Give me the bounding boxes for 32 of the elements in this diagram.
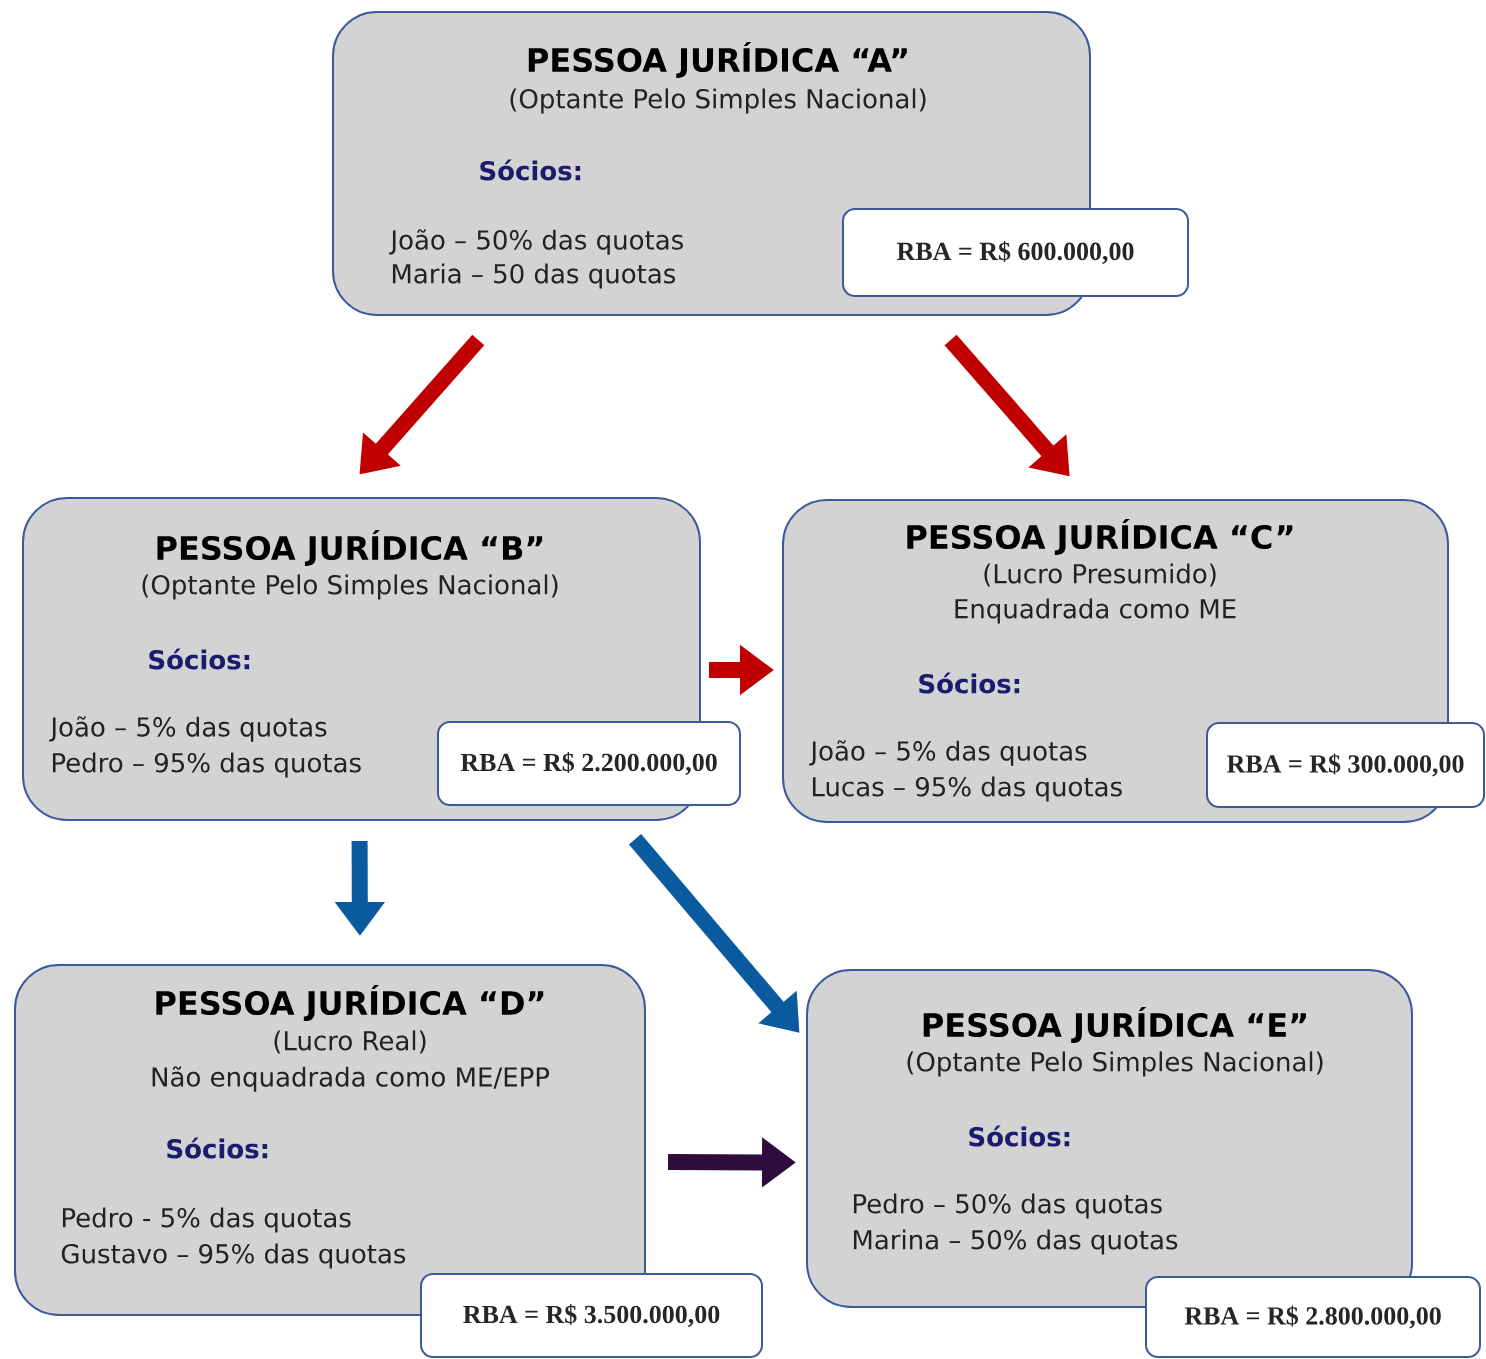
company-name: PESSOA JURÍDICA “A” — [528, 41, 907, 79]
share-line: João – 5% das quotas — [49, 716, 327, 742]
share-line: Pedro – 95% das quotas — [52, 752, 361, 778]
company-name: PESSOA JURÍDICA “D” — [156, 984, 544, 1022]
subtitle: (Optante Pelo Simples Nacional) — [907, 1051, 1323, 1077]
share-line: Maria – 50 das quotas — [392, 263, 676, 289]
subtitle: (Optante Pelo Simples Nacional) — [510, 88, 926, 114]
partners-heading: Sócios: — [480, 159, 581, 181]
company-name: PESSOA JURÍDICA “C” — [907, 518, 1293, 556]
share-line: Pedro - 5% das quotas — [62, 1207, 351, 1233]
company-name: PESSOA JURÍDICA “B” — [157, 529, 543, 567]
share-line: Gustavo – 95% das quotas — [61, 1243, 406, 1269]
partners-heading: Sócios: — [167, 1137, 268, 1159]
share-line: Lucas – 95% das quotas — [812, 776, 1122, 802]
subtitle: Enquadrada como ME — [955, 598, 1236, 624]
company-name: PESSOA JURÍDICA “E” — [923, 1006, 1306, 1044]
subtitle: Não enquadrada como ME/EPP — [152, 1066, 550, 1092]
subtitle: (Lucro Real) — [274, 1030, 426, 1054]
partners-heading: Sócios: — [149, 648, 250, 670]
partners-heading: Sócios: — [919, 672, 1020, 694]
share-line: Marina – 50% das quotas — [853, 1229, 1178, 1255]
share-line: João – 50% das quotas — [389, 229, 683, 255]
share-line: João – 5% das quotas — [809, 740, 1087, 766]
subtitle: (Lucro Presumido) — [984, 563, 1216, 587]
rba-box: RBA = R$ 600.000,00 — [842, 208, 1189, 297]
subtitle: (Optante Pelo Simples Nacional) — [142, 574, 558, 600]
rba-box: RBA = R$ 2.200.000,00 — [437, 721, 741, 806]
rba-box: RBA = R$ 300.000,00 — [1206, 722, 1486, 808]
rba-box: RBA = R$ 2.800.000,00 — [1145, 1276, 1482, 1358]
rba-box: RBA = R$ 3.500.000,00 — [420, 1273, 763, 1358]
share-line: Pedro – 50% das quotas — [853, 1193, 1162, 1219]
partners-heading: Sócios: — [969, 1125, 1070, 1147]
